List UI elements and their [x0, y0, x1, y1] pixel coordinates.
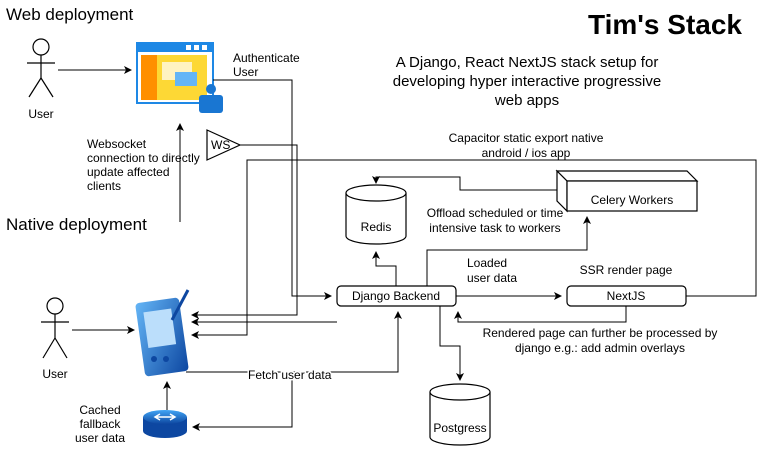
edge-phone-django-fetch: [186, 311, 402, 373]
edge-capacitor-phone: [191, 159, 757, 339]
authenticate-label-2: User: [233, 65, 258, 79]
offload-label-1: Offload scheduled or time: [427, 206, 564, 220]
offload-label-2: intensive task to workers: [429, 221, 560, 235]
postgres-node: Postgress: [429, 383, 491, 446]
web-browser-app-icon: [136, 42, 223, 113]
section-native-deployment: Native deployment: [6, 215, 147, 234]
connectors: [58, 66, 757, 431]
websocket-ws-node: WS: [206, 129, 242, 161]
rendered-label-1: Rendered page can further be processed b…: [483, 326, 718, 340]
websocket-label-3: update affected: [87, 165, 170, 179]
web-user-actor-icon: [27, 38, 55, 98]
fetch-label: Fetch user data: [248, 368, 332, 382]
authenticate-label-1: Authenticate: [233, 51, 300, 65]
web-user-label: User: [28, 107, 53, 121]
websocket-label-4: clients: [87, 179, 121, 193]
subtitle-line-1: A Django, React NextJS stack setup for: [396, 54, 659, 71]
native-user-actor-icon: [41, 297, 69, 359]
edge-browser-django: [213, 79, 332, 300]
websocket-label-2: connection to directly: [87, 151, 200, 165]
subtitle-line-2: developing hyper interactive progressive: [393, 73, 661, 90]
capacitor-label-1: Capacitor static export native: [449, 131, 604, 145]
celery-workers-node: Celery Workers: [555, 169, 699, 213]
native-user-label: User: [42, 367, 67, 381]
ssr-label: SSR render page: [580, 263, 673, 277]
redis-label: Redis: [361, 220, 392, 234]
cached-label-3: user data: [75, 431, 125, 445]
edge-celery-redis: [372, 176, 557, 191]
diagram-title: Tim's Stack: [588, 9, 742, 40]
websocket-label-1: Websocket: [87, 137, 147, 151]
edge-django-redis: [372, 251, 397, 286]
edge-ws-phone: [191, 144, 298, 319]
django-label: Django Backend: [352, 289, 440, 303]
redis-node: Redis: [345, 184, 407, 245]
cached-label-2: fallback: [80, 417, 122, 431]
loaded-label-1: Loaded: [467, 256, 507, 270]
nextjs-label: NextJS: [607, 289, 646, 303]
capacitor-label-2: android / ios app: [482, 146, 571, 160]
postgres-label: Postgress: [433, 421, 486, 435]
rendered-label-2: django e.g.: add admin overlays: [515, 341, 685, 355]
native-phone-app-icon: [135, 289, 190, 377]
section-web-deployment: Web deployment: [6, 5, 134, 24]
edge-nextjs-django: [454, 306, 627, 323]
django-backend-node: Django Backend: [336, 285, 457, 307]
subtitle-line-3: web apps: [494, 92, 559, 109]
edge-django-celery: [426, 216, 591, 286]
celery-label: Celery Workers: [591, 193, 673, 207]
loaded-label-2: user data: [467, 271, 517, 285]
cached-label-1: Cached: [79, 403, 120, 417]
ws-label: WS: [211, 138, 230, 152]
edge-django-postgres: [439, 306, 464, 381]
nextjs-node: NextJS: [566, 285, 687, 307]
cached-router-icon: [143, 410, 187, 438]
edge-fetch-router: [192, 372, 293, 431]
